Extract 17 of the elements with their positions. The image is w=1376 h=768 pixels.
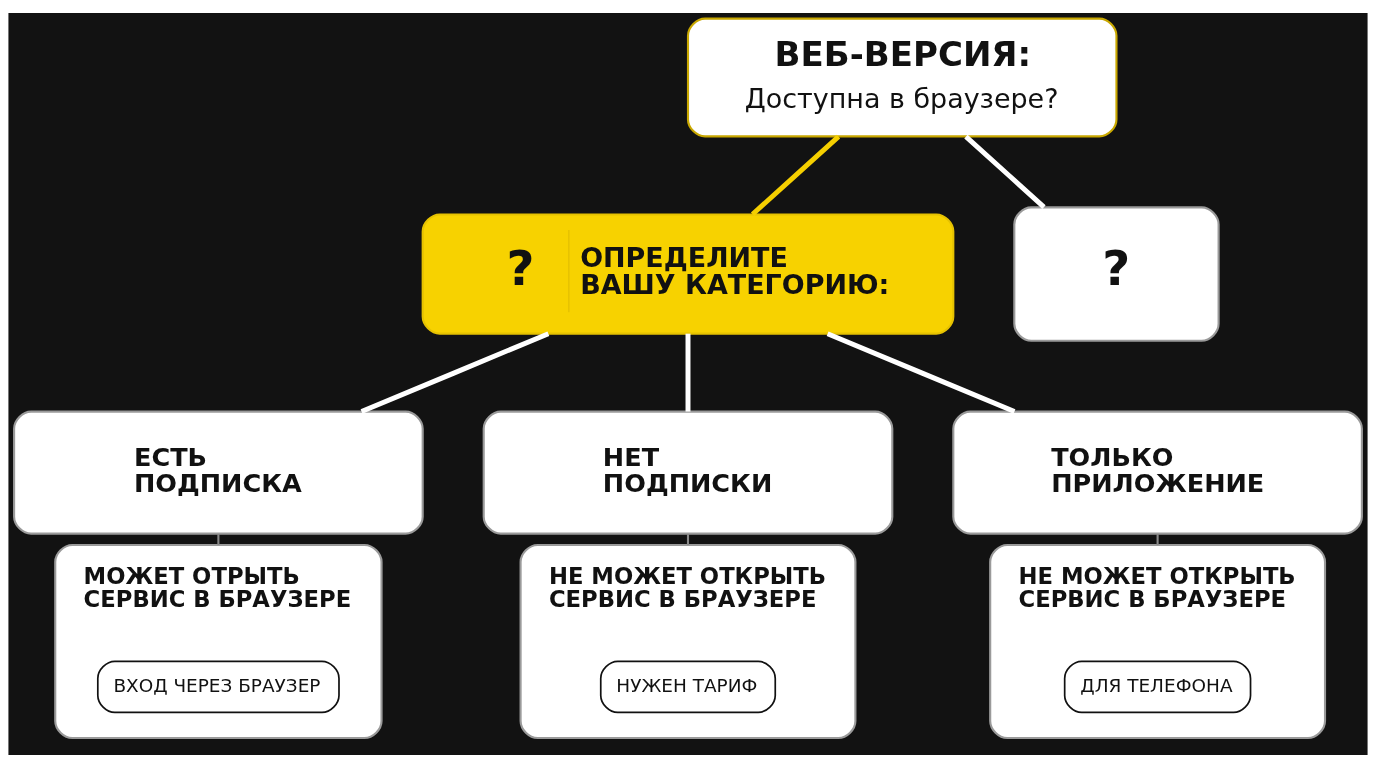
- connector: [1156, 534, 1159, 546]
- node-box: ДЛЯ ТЕЛЕФОНА: [1063, 660, 1252, 714]
- connector: [685, 333, 691, 412]
- node-box: ВЕБ-ВЕРСИЯ: Доступна в браузере?: [686, 17, 1118, 138]
- node-box: ТОЛЬКО ПРИЛОЖЕНИЕ: [952, 410, 1363, 535]
- connector: [686, 534, 690, 546]
- connector: [217, 534, 220, 546]
- node-box: ВХОД ЧЕРЕЗ БРАУЗЕР: [96, 660, 340, 714]
- node-box: ?: [1013, 206, 1220, 342]
- connector: [360, 331, 550, 414]
- node-box: НЕТ ПОДПИСКИ: [482, 410, 894, 535]
- node-box: НУЖЕН ТАРИФ: [599, 660, 777, 714]
- connector: [826, 331, 1016, 414]
- connector: [750, 134, 841, 217]
- node-box: ЕСТЬ ПОДПИСКА: [13, 410, 424, 535]
- node-box: ? ОПРЕДЕЛИТЕ ВАШУ КАТЕГОРИЮ:: [421, 213, 955, 335]
- connector: [964, 134, 1046, 209]
